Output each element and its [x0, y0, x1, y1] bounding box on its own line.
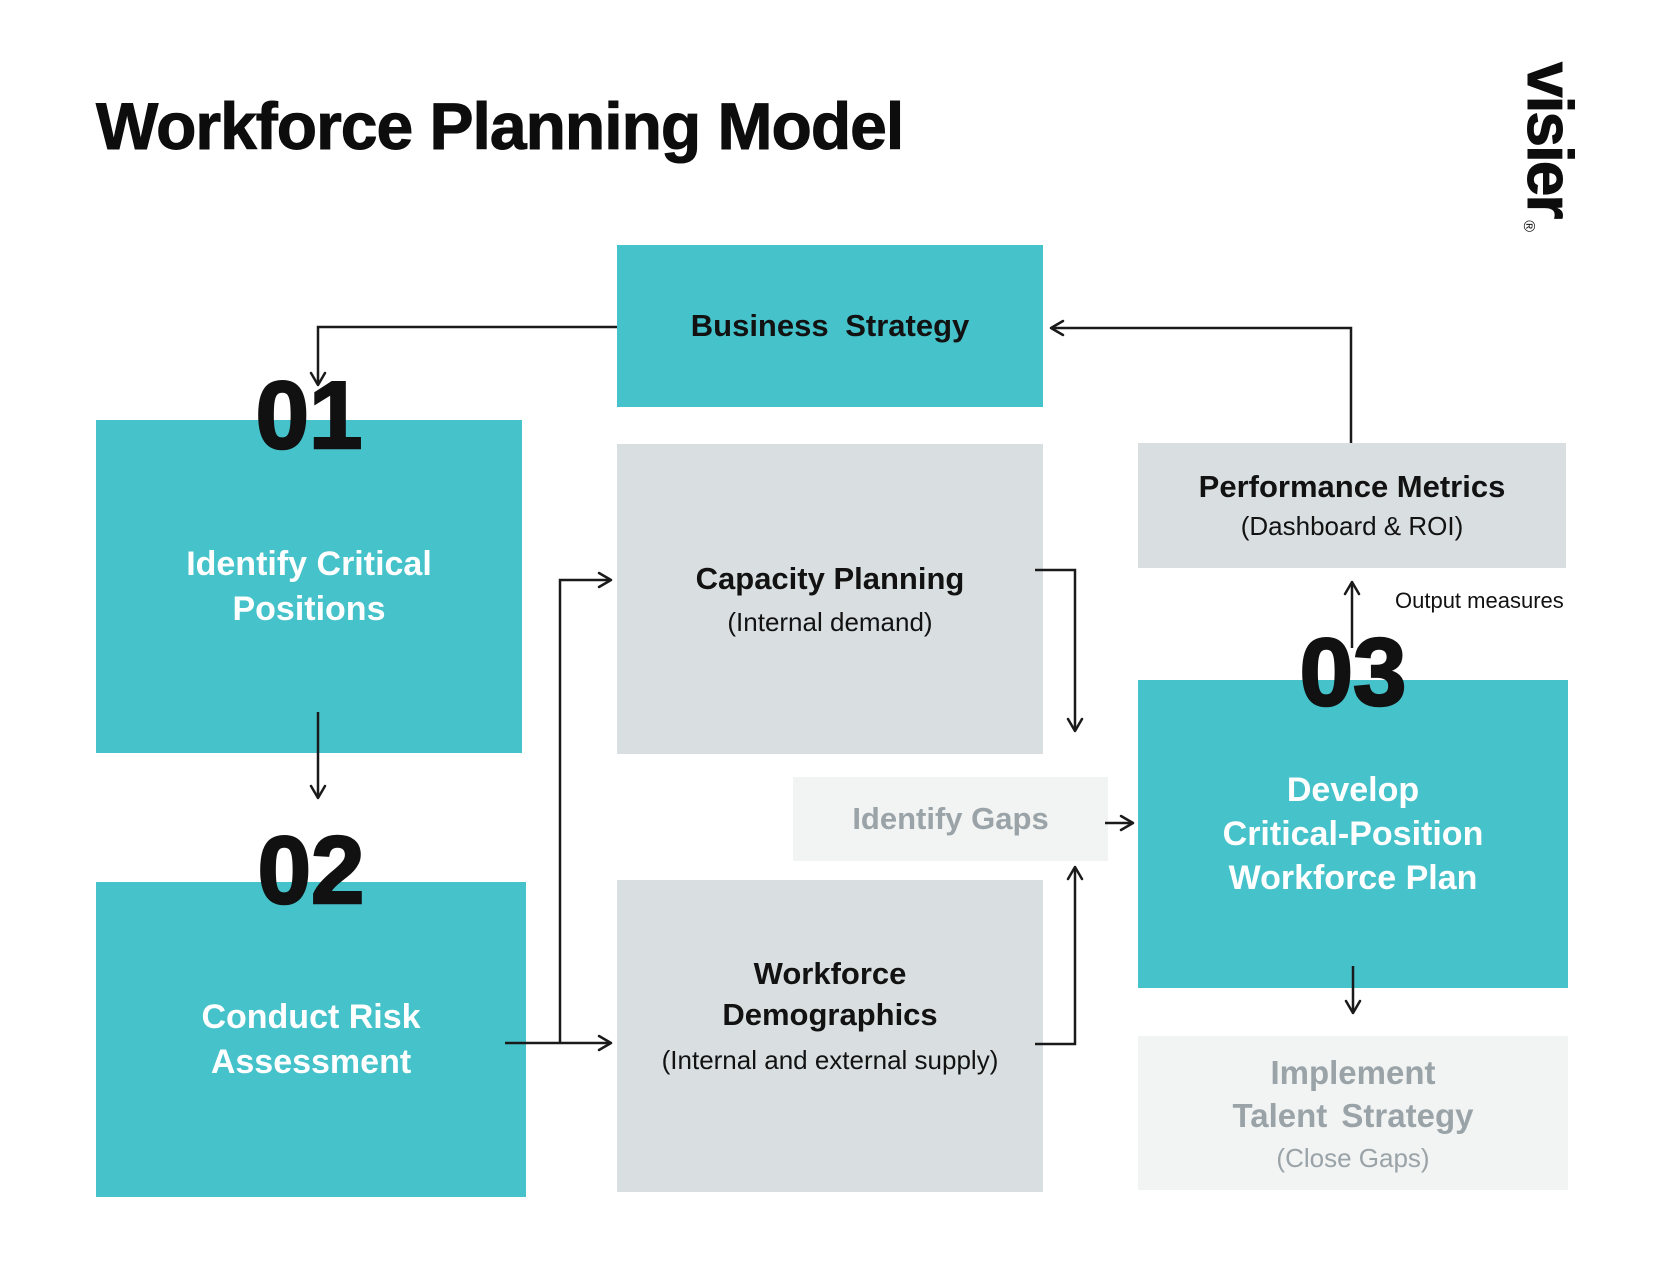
node-develop-critical-position-workforce-plan: Develop Critical-Position Workforce Plan [1138, 680, 1568, 988]
node-performance-metrics: Performance Metrics (Dashboard & ROI) [1138, 443, 1566, 568]
arrow-step2-to-capacity [558, 571, 613, 1043]
node-business-strategy: Business Strategy [617, 245, 1043, 407]
registered-trademark-icon: ® [1520, 220, 1537, 233]
node-workforce-demographics: Workforce Demographics (Internal and ext… [617, 880, 1043, 1192]
capacity-planning-title: Capacity Planning [695, 560, 965, 596]
workforce-demographics-title: Workforce Demographics [722, 956, 938, 1032]
arrow-metrics-to-business [1049, 319, 1353, 443]
step-number-01: 01 [254, 362, 363, 469]
workforce-demographics-subtitle: (Internal and external supply) [661, 1044, 999, 1075]
develop-workforce-plan-label: Develop Critical-Position Workforce Plan [1222, 770, 1484, 898]
visier-logo-text: visier [1514, 62, 1587, 218]
step-number-02: 02 [256, 817, 365, 924]
step-number-03: 03 [1298, 619, 1407, 726]
node-conduct-risk-assessment: Conduct Risk Assessment [96, 882, 526, 1197]
node-implement-talent-strategy: Implement Talent Strategy (Close Gaps) [1138, 1036, 1568, 1190]
implement-talent-strategy-title: Implement Talent Strategy [1232, 1053, 1474, 1134]
conduct-risk-assessment-label: Conduct Risk Assessment [201, 998, 421, 1081]
node-identify-gaps: Identify Gaps [793, 777, 1108, 861]
identify-gaps-label: Identify Gaps [852, 801, 1049, 836]
visier-logo: visier ® [1514, 62, 1587, 233]
node-capacity-planning: Capacity Planning (Internal demand) [617, 444, 1043, 754]
identify-critical-positions-label: Identify Critical Positions [186, 545, 432, 628]
performance-metrics-subtitle: (Dashboard & ROI) [1240, 511, 1464, 541]
performance-metrics-title: Performance Metrics [1198, 469, 1506, 504]
implement-talent-strategy-subtitle: (Close Gaps) [1276, 1143, 1430, 1174]
business-strategy-label: Business Strategy [690, 308, 970, 343]
capacity-planning-subtitle: (Internal demand) [727, 606, 933, 637]
output-measures-label: Output measures [1395, 588, 1564, 613]
page-title: Workforce Planning Model [95, 89, 904, 164]
node-identify-critical-positions: Identify Critical Positions [96, 420, 522, 753]
